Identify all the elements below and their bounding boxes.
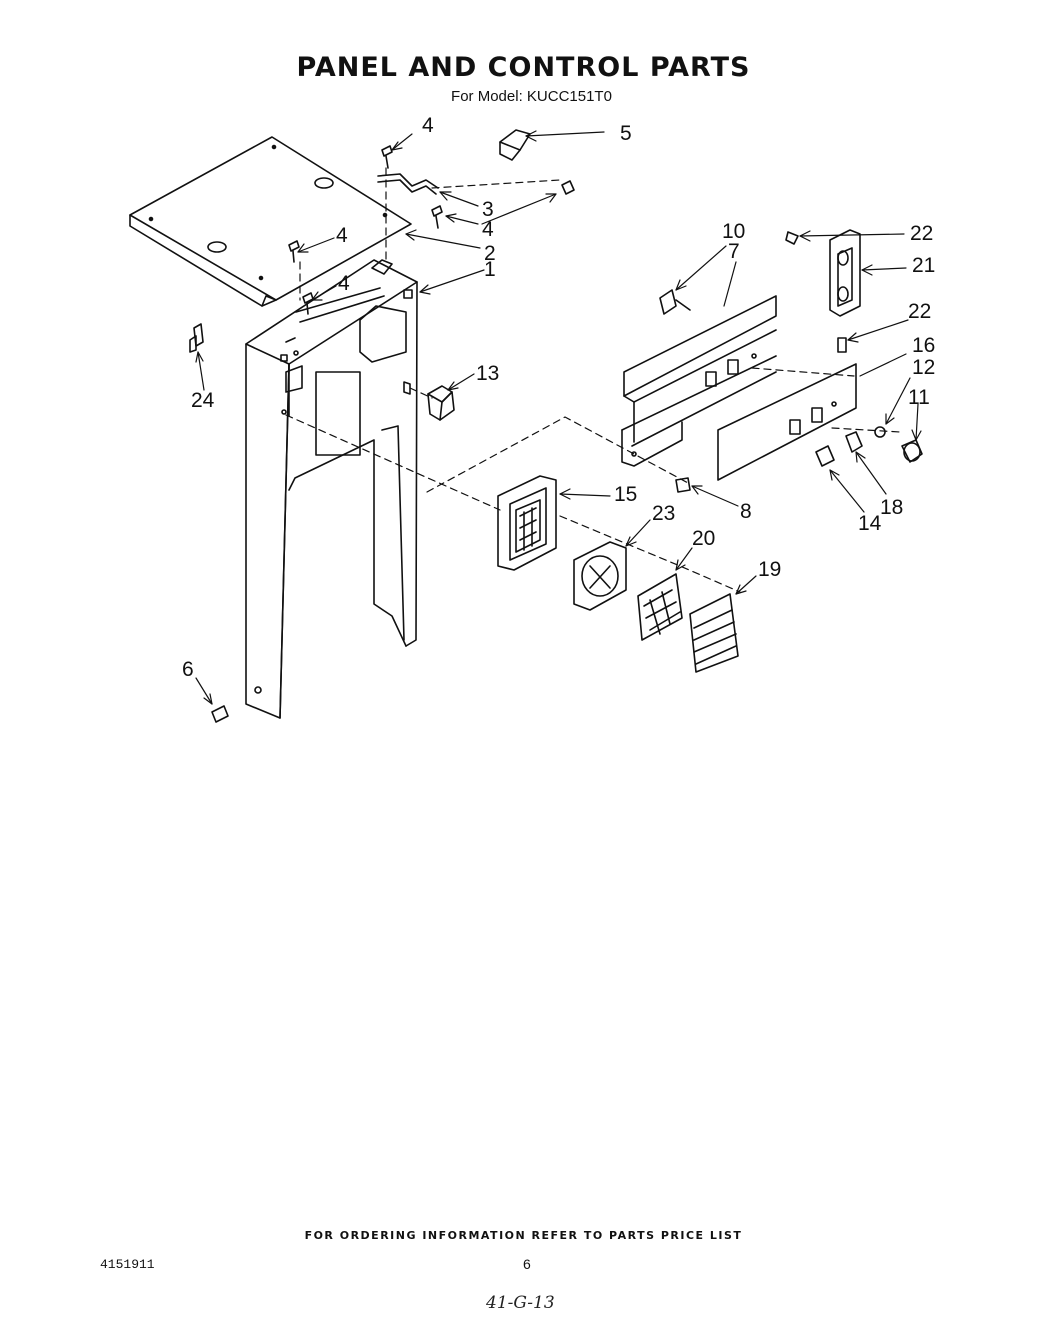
callout-22: 22 [910,222,933,245]
part-top-cover [129,136,412,307]
part-15-fan-shroud [497,475,557,571]
callout-4: 4 [336,224,348,247]
callout-24: 24 [191,389,215,412]
callout-15: 15 [614,483,637,506]
part-10-stem [659,289,691,315]
callout-21: 21 [912,254,935,277]
callout-10: 10 [722,220,745,243]
part-14-18-switches [815,431,863,467]
part-19-grille [689,593,739,673]
callout-19: 19 [758,558,781,581]
callout-13: 13 [476,362,499,385]
callout-4: 4 [338,272,350,295]
callout-2: 2 [484,242,496,265]
page-number: 6 [523,1256,531,1272]
callout-18: 18 [880,496,903,519]
callout-5: 5 [620,122,632,145]
part-23-fan [573,541,627,611]
callout-22: 22 [908,300,931,323]
ordering-info-footer: FOR ORDERING INFORMATION REFER TO PARTS … [304,1229,743,1242]
document-number: 4151911 [100,1257,155,1272]
part-13-switch [427,385,455,421]
callout-8: 8 [740,500,752,523]
part-8-screw [675,477,691,493]
part-main-panel [245,259,418,719]
part-11-knob [874,426,923,463]
part-16-overlay [717,363,857,481]
callout-6: 6 [182,658,194,681]
callout-23: 23 [652,502,675,525]
callout-numbers: 4 5 3 4 4 2 4 1 24 13 10 7 22 21 22 16 1… [182,114,935,681]
callout-4: 4 [422,114,434,137]
part-24-clip [189,323,204,353]
part-5-switch [499,129,531,161]
callout-20: 20 [692,527,715,550]
part-22-screws [785,231,847,353]
part-6-screw [211,705,229,723]
callout-4: 4 [482,218,494,241]
callout-7: 7 [728,240,740,263]
callout-12: 12 [912,356,935,379]
part-7-control-panel [621,295,777,467]
page-title: PANEL AND CONTROL PARTS [296,52,751,83]
leader-lines [195,130,922,705]
callout-11: 11 [908,386,930,409]
handwritten-note: 41-G-13 [486,1293,555,1313]
part-20-filter [637,573,683,641]
part-21-handle [829,229,861,317]
callout-14: 14 [858,512,882,535]
callout-1: 1 [484,258,496,281]
callout-3: 3 [482,198,494,221]
model-subtitle: For Model: KUCC151T0 [451,88,612,105]
callout-16: 16 [912,334,935,357]
part-3-bracket [377,173,439,195]
